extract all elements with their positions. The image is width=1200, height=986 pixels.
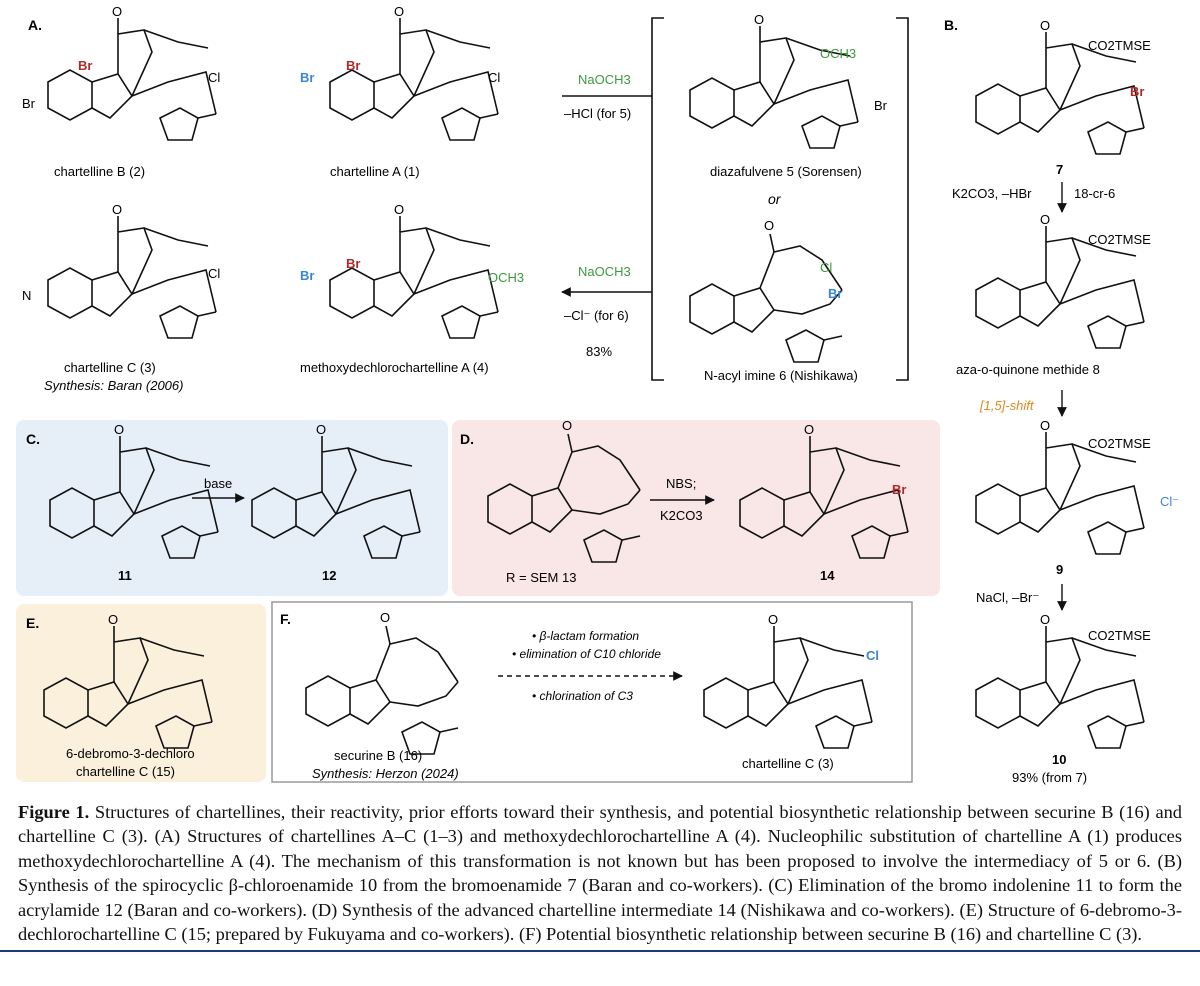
reagent-nbs: NBS; (666, 476, 696, 491)
condition-k2co3: K2CO3, –HBr (952, 186, 1032, 201)
co2tmse-label: CO2TMSE (1088, 628, 1151, 643)
panel-b: B. CO2TMSE Br 7 K2CO3, –HBr 18-cr-6 CO2T… (944, 17, 1179, 785)
compound-label-14: 14 (820, 568, 835, 583)
br-label: Br (874, 98, 888, 113)
compound-name-1: chartelline A (1) (330, 164, 420, 179)
compound-name-6: N-acyl imine 6 (Nishikawa) (704, 368, 858, 383)
panel-f-label: F. (280, 611, 291, 627)
structure-n-acyl-imine-6 (689, 217, 843, 363)
br-label: Br (346, 58, 360, 73)
ome-label: Cl (820, 260, 832, 275)
structure-chartelline-c-f (703, 611, 873, 749)
base-label: base (204, 476, 232, 491)
cl-label: Cl (488, 70, 500, 85)
yield-83: 83% (586, 344, 612, 359)
condition-nacl: NaCl, –Br⁻ (976, 590, 1039, 605)
compound-label-11: 11 (118, 568, 132, 583)
compound-name-2: chartelline B (2) (54, 164, 145, 179)
cl-label: Cl (866, 648, 879, 663)
br-label: Br (300, 70, 314, 85)
br-label: Br (1130, 84, 1144, 99)
compound-name-15-line1: 6-debromo-3-dechloro (66, 746, 195, 761)
structure-diazafulvene-5 (689, 11, 859, 149)
compound-label-7: 7 (1056, 162, 1063, 177)
br-label: Br (892, 482, 906, 497)
co2tmse-label: CO2TMSE (1088, 38, 1151, 53)
compound-name-16: securine B (16) (334, 748, 422, 763)
caption-title: Figure 1. (18, 802, 90, 822)
chloride-label: Cl⁻ (1160, 494, 1179, 509)
reagent-k2co3: K2CO3 (660, 508, 703, 523)
or-text: or (768, 191, 782, 207)
panel-c-label: C. (26, 431, 40, 447)
compound-name-4: methoxydechlorochartelline A (4) (300, 360, 489, 375)
reagent-naome-top: NaOCH3 (578, 72, 631, 87)
panel-d-label: D. (460, 431, 474, 447)
cl-label: Cl (208, 70, 220, 85)
r-sem-label: R = SEM 13 (506, 570, 576, 585)
panel-a: A. Br Br Cl chartelline B (2) Br Br Cl c… (22, 3, 909, 393)
condition-18-crown-6: 18-cr-6 (1074, 186, 1115, 201)
synthesis-credit-herzon: Synthesis: Herzon (2024) (312, 766, 459, 781)
compound-label-9: 9 (1056, 562, 1063, 577)
ome-label: OCH3 (820, 46, 856, 61)
figure-artwork: O O A. Br Br Cl chartelline B (2) Br Br … (16, 3, 1179, 785)
panel-c: C. 11 base 12 (16, 420, 448, 596)
cl-label: Br (828, 286, 842, 301)
condition-top: –HCl (for 5) (564, 106, 631, 121)
step-chlorination: • chlorination of C3 (532, 689, 633, 703)
compound-label-12: 12 (322, 568, 336, 583)
compound-label-10: 10 (1052, 752, 1066, 767)
panel-b-label: B. (944, 17, 958, 33)
panel-d: D. R = SEM 13 NBS; K2CO3 Br 14 (452, 417, 940, 596)
ome-label: OCH3 (488, 270, 524, 285)
synthesis-credit-baran: Synthesis: Baran (2006) (44, 378, 183, 393)
br-label: N (22, 288, 31, 303)
br-label: Br (346, 256, 360, 271)
structure-chartelline-c (47, 201, 217, 339)
step-beta-lactam: • β-lactam formation (532, 629, 639, 643)
panel-e-label: E. (26, 615, 39, 631)
reagent-naome-bottom: NaOCH3 (578, 264, 631, 279)
compound-name-15-line2: chartelline C (15) (76, 764, 175, 779)
structure-16 (305, 609, 459, 755)
co2tmse-label: CO2TMSE (1088, 232, 1151, 247)
compound-name-3: chartelline C (3) (64, 360, 156, 375)
panel-f: F. securine B (16) Synthesis: Herzon (20… (271, 601, 913, 783)
compound-name-5: diazafulvene 5 (Sorensen) (710, 164, 862, 179)
panel-e: E. 6-debromo-3-dechloro chartelline C (1… (16, 604, 266, 782)
shift-label: [1,5]-shift (979, 398, 1035, 413)
step-elimination: • elimination of C10 chloride (512, 647, 661, 661)
structure-chartelline-b (47, 3, 217, 141)
cl-label: Cl (208, 266, 220, 281)
panel-a-label: A. (28, 17, 42, 33)
condition-bottom: –Cl⁻ (for 6) (564, 308, 629, 323)
br-label: Br (78, 58, 92, 73)
br-label: Br (300, 268, 314, 283)
compound-label-8: aza-o-quinone methide 8 (956, 362, 1100, 377)
compound-name-3-f: chartelline C (3) (742, 756, 834, 771)
co2tmse-label: CO2TMSE (1088, 436, 1151, 451)
br-label: Br (22, 96, 36, 111)
caption-text: Structures of chartellines, their reacti… (18, 802, 1182, 945)
caption-rule (0, 950, 1200, 952)
figure-caption: Figure 1. Structures of chartellines, th… (18, 800, 1182, 946)
yield-93: 93% (from 7) (1012, 770, 1087, 785)
